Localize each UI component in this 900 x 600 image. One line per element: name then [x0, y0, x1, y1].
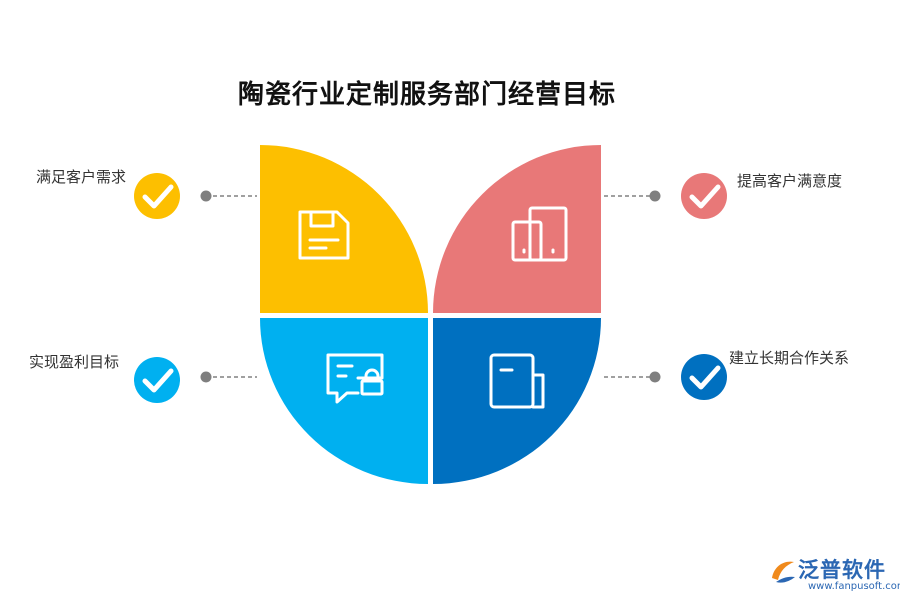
connector-bottom-right: [604, 371, 661, 383]
petal-bottom-right: [433, 318, 601, 484]
connector-bottom-left: [200, 371, 257, 383]
page-title: 陶瓷行业定制服务部门经营目标: [238, 80, 617, 110]
devices-icon: [511, 206, 568, 262]
logo-name: 泛普软件: [798, 558, 886, 582]
save-icon: [298, 210, 350, 260]
goal-label-top-right: 提高客户满意度: [737, 172, 843, 190]
connector-top-left: [200, 190, 257, 202]
check-icon-bottom-right: [681, 354, 727, 400]
brand-logo: 泛普软件 www.fanpusoft.com: [768, 552, 900, 596]
check-icon-top-right: [681, 173, 727, 219]
goal-label-top-left: 满足客户需求: [36, 168, 127, 186]
connector-top-right: [604, 190, 661, 202]
fanpu-logo-icon: [772, 561, 795, 583]
check-icon-top-left: [134, 173, 180, 219]
goal-label-bottom-left: 实现盈利目标: [29, 353, 120, 371]
check-icon-bottom-left: [134, 357, 180, 403]
petal-top-left: [260, 145, 428, 313]
document-icon: [489, 353, 545, 409]
secure-message-icon: [326, 353, 384, 404]
petal-bottom-left: [260, 318, 428, 484]
goal-label-bottom-right: 建立长期合作关系: [729, 349, 850, 367]
petal-top-right: [433, 145, 601, 313]
logo-url: www.fanpusoft.com: [808, 581, 900, 592]
